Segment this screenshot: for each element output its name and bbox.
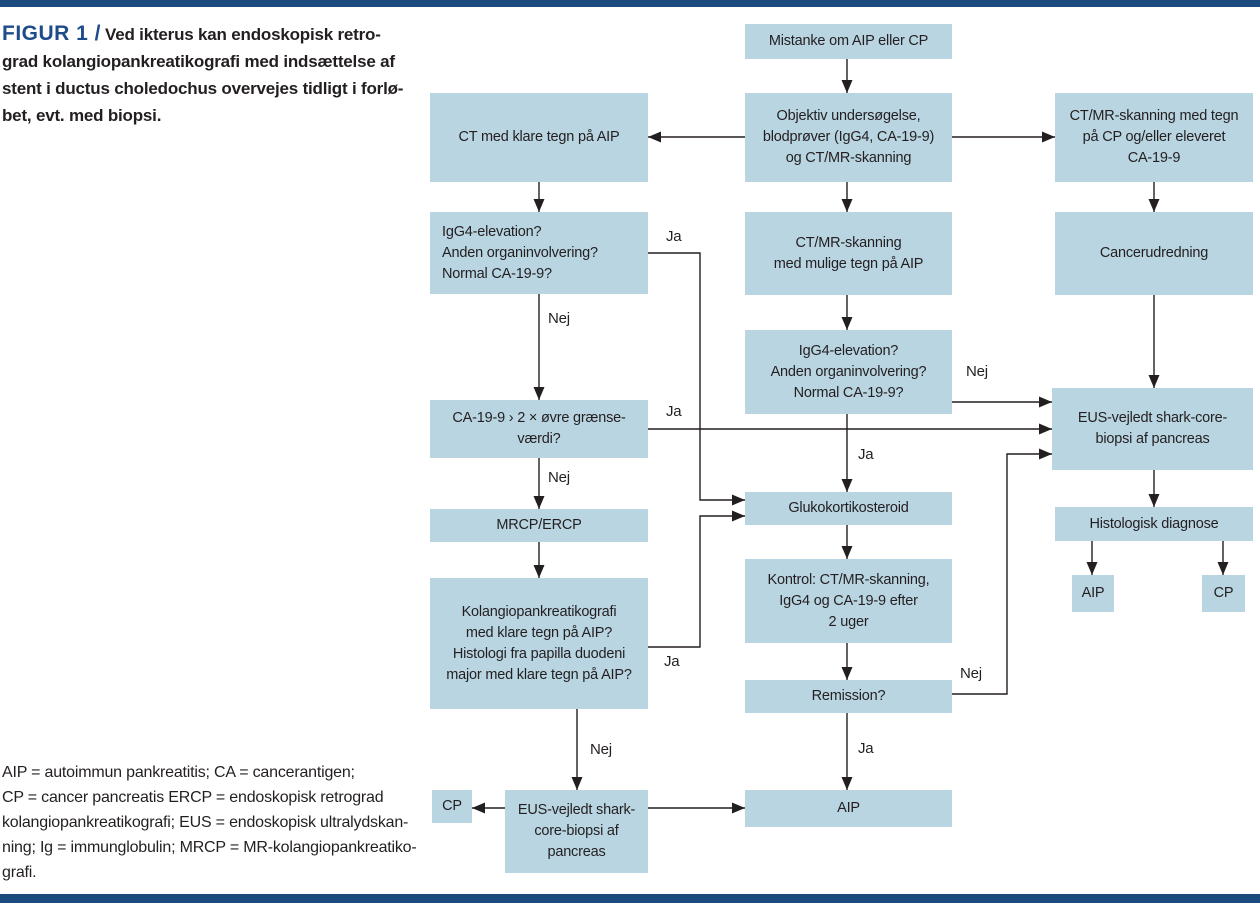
- node-mistanke-label: Mistanke om AIP eller CP: [768, 33, 929, 49]
- node-glukokortikosteroid: Glukokortikosteroid: [745, 492, 952, 525]
- figure-label: FIGUR 1 /: [2, 22, 102, 45]
- node-kolangio-label: Kolangiopankreatikografi med klare tegn …: [446, 603, 632, 683]
- edge-label-nej-igg4center: Nej: [966, 363, 988, 380]
- connector-kolangio-gluko-ja: [648, 510, 745, 648]
- node-cp-left: CP: [432, 790, 472, 823]
- node-kontrol-label: Kontrol: CT/MR-skanning, IgG4 og CA-19-9…: [767, 571, 930, 630]
- node-eus-left: EUS-vejledt shark- core-biopsi af pancre…: [505, 790, 648, 873]
- edge-label-nej-ca199: Nej: [548, 469, 570, 486]
- edge-label-ja-igg4left: Ja: [666, 228, 682, 245]
- node-histologisk-label: Histologisk diagnose: [1089, 515, 1219, 532]
- node-ctmr-mulige: CT/MR-skanning med mulige tegn på AIP: [745, 212, 952, 295]
- node-aip-center-label: AIP: [837, 800, 860, 816]
- node-mrcp-label: MRCP/ERCP: [496, 517, 582, 533]
- node-eus-right: EUS-vejledt shark-core- biopsi af pancre…: [1052, 388, 1253, 470]
- bottom-rule: [0, 894, 1260, 903]
- top-rule: [0, 0, 1260, 7]
- edge-label-nej-igg4left: Nej: [548, 310, 570, 327]
- node-ct-klare-label: CT med klare tegn på AIP: [458, 129, 620, 145]
- node-igg4-center: IgG4-elevation? Anden organinvolvering? …: [745, 330, 952, 414]
- node-aip-right-label: AIP: [1081, 585, 1105, 601]
- node-remission-label: Remission?: [811, 688, 886, 704]
- edge-label-nej-remission: Nej: [960, 665, 982, 682]
- node-eus-left-label: EUS-vejledt shark- core-biopsi af pancre…: [517, 802, 636, 860]
- abbreviations-text: AIP = autoimmun pankreatitis; CA = cance…: [2, 764, 417, 881]
- node-igg4-left-label: IgG4-elevation? Anden organinvolvering? …: [442, 223, 598, 282]
- node-aip-right: AIP: [1072, 575, 1114, 612]
- edge-label-nej-kolangio: Nej: [590, 741, 612, 758]
- node-igg4-center-label: IgG4-elevation? Anden organinvolvering? …: [770, 342, 927, 401]
- node-igg4-left: IgG4-elevation? Anden organinvolvering? …: [430, 212, 648, 294]
- node-kontrol: Kontrol: CT/MR-skanning, IgG4 og CA-19-9…: [745, 559, 952, 643]
- node-cancerudredning-label: Cancerudredning: [1099, 245, 1209, 261]
- node-glukokortikosteroid-label: Glukokortikosteroid: [788, 500, 909, 516]
- node-kolangio: Kolangiopankreatikografi med klare tegn …: [430, 578, 648, 709]
- node-mistanke: Mistanke om AIP eller CP: [745, 24, 952, 59]
- node-ctmr-tegn-cp: CT/MR-skanning med tegn på CP og/eller e…: [1055, 93, 1253, 182]
- node-ctmr-mulige-label: CT/MR-skanning med mulige tegn på AIP: [773, 234, 924, 272]
- node-eus-right-label: EUS-vejledt shark-core- biopsi af pancre…: [1077, 410, 1228, 447]
- node-remission: Remission?: [745, 680, 952, 713]
- node-ca199: CA-19-9 › 2 × øvre grænse- værdi?: [430, 400, 648, 458]
- node-cp-right-label: CP: [1213, 585, 1234, 601]
- edge-label-ja-kolangio: Ja: [664, 653, 680, 670]
- figure-caption-text: Ved ikterus kan endoskopisk retro- grad …: [2, 25, 404, 125]
- node-histologisk: Histologisk diagnose: [1055, 507, 1253, 541]
- figure-caption: FIGUR 1 /Ved ikterus kan endoskopisk ret…: [2, 20, 430, 129]
- node-cp-left-label: CP: [442, 798, 462, 814]
- edge-label-ja-ca199: Ja: [666, 403, 682, 420]
- node-objektiv: Objektiv undersøgelse, blodprøver (IgG4,…: [745, 93, 952, 182]
- node-ctmr-tegn-cp-label: CT/MR-skanning med tegn på CP og/eller e…: [1069, 108, 1239, 166]
- node-aip-center: AIP: [745, 790, 952, 827]
- edge-label-ja-remission: Ja: [858, 740, 874, 757]
- edge-label-ja-igg4center: Ja: [858, 446, 874, 463]
- connector-igg4left-gluko-ja: [648, 252, 745, 506]
- connector-remission-eusright-nej: [948, 448, 1052, 695]
- node-ca199-label: CA-19-9 › 2 × øvre grænse- værdi?: [452, 410, 626, 447]
- node-cp-right: CP: [1202, 575, 1245, 612]
- node-mrcp: MRCP/ERCP: [430, 509, 648, 542]
- node-cancerudredning: Cancerudredning: [1055, 212, 1253, 295]
- node-objektiv-label: Objektiv undersøgelse, blodprøver (IgG4,…: [762, 108, 935, 166]
- node-ct-klare: CT med klare tegn på AIP: [430, 93, 648, 182]
